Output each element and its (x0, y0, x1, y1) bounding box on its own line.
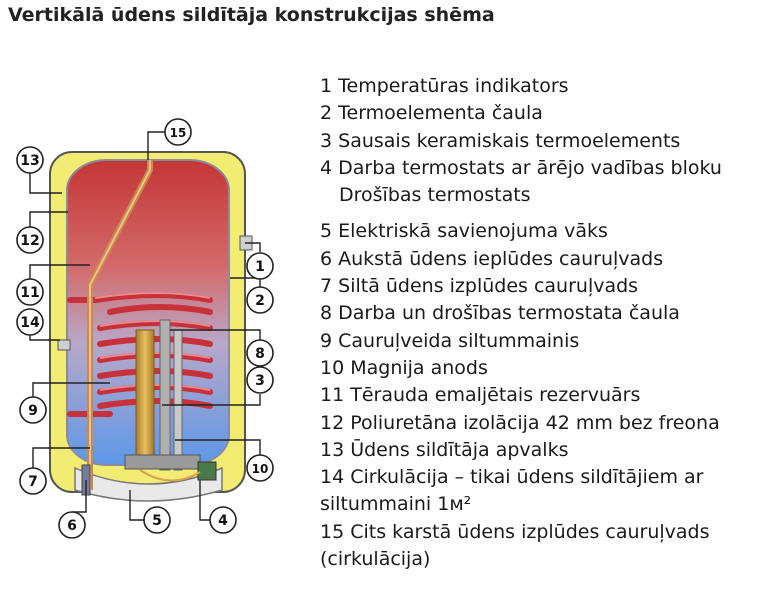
legend-item: siltummaini 1м² (320, 491, 766, 518)
legend-item-text: 13 Ūdens sildītāja apvalks (320, 438, 569, 461)
legend-item: 15 Cits karstā ūdens izplūdes cauruļvads (320, 519, 766, 546)
legend-item-text: 1 Temperatūras indikators (320, 75, 569, 97)
svg-text:14: 14 (20, 315, 40, 331)
svg-text:13: 13 (20, 153, 39, 169)
svg-text:15: 15 (170, 126, 187, 140)
legend-item-text: 15 Cits karstā ūdens izplūdes cauruļvads (320, 520, 710, 543)
svg-text:10: 10 (252, 462, 269, 476)
legend-item-text: 4 Darba termostats ar ārējo vadības blok… (320, 156, 722, 179)
legend-item-text: 3 Sausais keramiskais termoelements (320, 129, 681, 152)
svg-text:5: 5 (152, 513, 162, 529)
callout-13: 13 (16, 146, 44, 174)
svg-text:7: 7 (28, 474, 38, 490)
callout-11: 11 (16, 278, 44, 306)
svg-text:2: 2 (255, 293, 265, 309)
callout-3: 3 (246, 366, 274, 394)
circulation-stub (57, 339, 71, 351)
callout-12: 12 (16, 226, 44, 254)
svg-text:3: 3 (255, 373, 265, 389)
callout-4: 4 (209, 506, 237, 534)
legend-item: 14 Cirkulācija – tikai ūdens sildītājiem… (320, 464, 766, 491)
svg-text:1: 1 (255, 259, 265, 275)
svg-text:6: 6 (67, 518, 77, 534)
legend-item-text: siltummaini 1м² (320, 493, 472, 516)
legend-item-text: 14 Cirkulācija – tikai ūdens sildītājiem… (320, 466, 704, 489)
svg-text:9: 9 (28, 403, 38, 419)
legend-item-text: (cirkulācija) (320, 548, 431, 571)
legend-item-text: 5 Elektriskā savienojuma vāks (320, 220, 608, 243)
legend-item-text: 6 Aukstā ūdens ieplūdes cauruļvads (320, 247, 664, 270)
magnesium-anode (135, 329, 155, 466)
callout-7: 7 (19, 467, 47, 495)
thermostat-sleeve (159, 319, 171, 471)
callout-10: 10 (246, 454, 274, 482)
legend-item: 11 Tērauda emaljētais rezervuārs (320, 382, 766, 409)
legend-item: 6 Aukstā ūdens ieplūdes cauruļvads (320, 246, 766, 273)
legend-item: 7 Siltā ūdens izplūdes cauruļvads (320, 273, 766, 300)
legend-item: 13 Ūdens sildītāja apvalks (320, 437, 766, 464)
legend-item: (cirkulācija) (320, 546, 766, 573)
legend-item: 4 Darba termostats ar ārējo vadības blok… (320, 155, 766, 182)
svg-text:4: 4 (218, 513, 228, 529)
callout-8: 8 (246, 339, 274, 367)
bottom-cover (74, 466, 223, 502)
legend-item-text: 12 Poliuretāna izolācija 42 mm bez freon… (320, 411, 720, 434)
legend-item: 5 Elektriskā savienojuma vāks (320, 218, 766, 245)
callout-2: 2 (246, 286, 274, 314)
callout-14: 14 (16, 308, 44, 336)
legend-item: 1 Temperatūras indikators (320, 73, 766, 100)
legend-item: 2 Termoelementa čaula (320, 100, 766, 127)
coil-heat-exchanger (67, 292, 213, 417)
legend-item-text: 8 Darba un drošības termostata čaula (320, 302, 680, 325)
legend-item-text: 2 Termoelementa čaula (320, 102, 543, 125)
page-title: Vertikālā ūdens sildītāja konstrukcijas … (8, 4, 495, 26)
flange (124, 454, 201, 470)
legend-item-text: 11 Tērauda emaljētais rezervuārs (320, 384, 641, 407)
legend-item: 9 Cauruļveida siltummainis (320, 328, 766, 355)
legend-item: Drošības termostats (320, 182, 766, 209)
svg-text:11: 11 (20, 285, 39, 301)
legend-item: 3 Sausais keramiskais termoelements (320, 128, 766, 155)
callout-5: 5 (143, 506, 171, 534)
svg-text:8: 8 (255, 346, 265, 362)
legend-item-text: 9 Cauruļveida siltummainis (320, 329, 580, 352)
legend-list: 1 Temperatūras indikators 2 Termoelementa… (320, 73, 766, 573)
legend-item: 12 Poliuretāna izolācija 42 mm bez freon… (320, 410, 766, 437)
legend-item-text: Drošības termostats (339, 184, 531, 207)
legend-item: 8 Darba un drošības termostata čaula (320, 300, 766, 327)
legend-item-text: 7 Siltā ūdens izplūdes cauruļvads (320, 275, 639, 298)
thermostat-unit (197, 461, 217, 481)
callout-1: 1 (246, 252, 274, 280)
callout-6: 6 (58, 511, 86, 539)
callout-15: 15 (164, 118, 192, 146)
legend-item-text: 10 Magnija anods (320, 356, 488, 379)
legend-item: 10 Magnija anods (320, 355, 766, 382)
svg-text:12: 12 (20, 233, 39, 249)
callout-9: 9 (19, 396, 47, 424)
